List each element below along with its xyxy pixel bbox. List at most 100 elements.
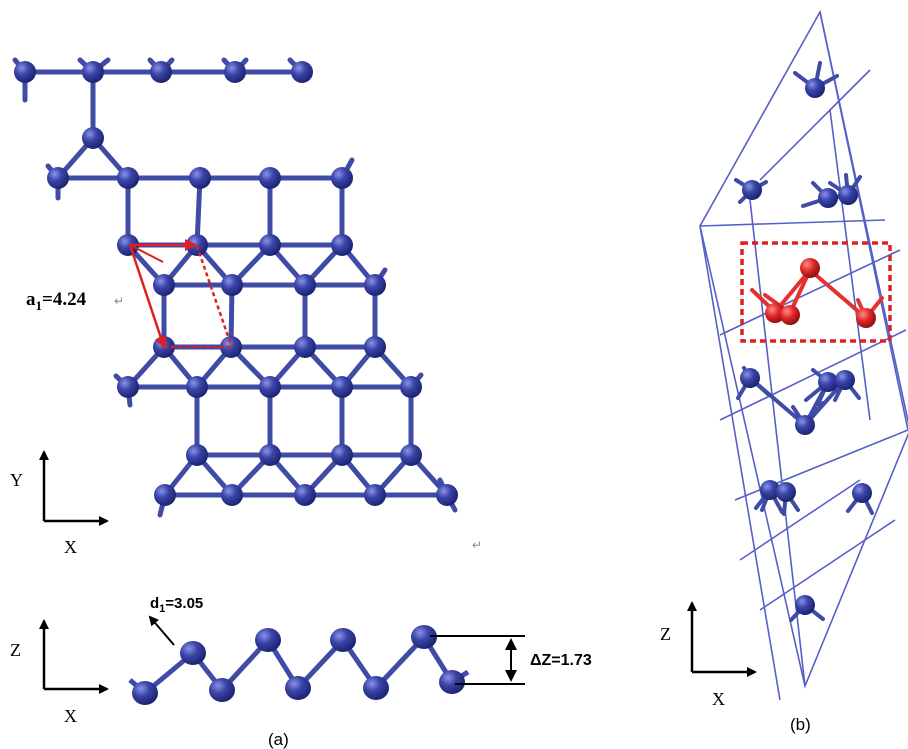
- side-atom: [209, 678, 235, 702]
- atom: [331, 234, 353, 256]
- side-atom: [363, 676, 389, 700]
- atom: [331, 167, 353, 189]
- highlight-atom: [800, 258, 820, 278]
- bond-length-label: d1=3.05: [150, 595, 203, 615]
- cell-atom: [760, 480, 780, 500]
- atom: [400, 444, 422, 466]
- cell-dotted-edge-right: [195, 245, 233, 346]
- atom: [364, 274, 386, 296]
- highlight-atom: [856, 308, 876, 328]
- height-arrow-up: [505, 638, 517, 650]
- side-atom: [132, 681, 158, 705]
- buckling-height-label: ΔZ=1.73: [530, 652, 592, 669]
- axes-xz-panel-b: [687, 601, 757, 677]
- cell-atom: [742, 180, 762, 200]
- unit-cell-annotation: [128, 239, 233, 349]
- side-atom: [411, 625, 437, 649]
- atom: [186, 444, 208, 466]
- cell-atom: [805, 78, 825, 98]
- highlight-atom: [765, 303, 785, 323]
- side-atom: [255, 628, 281, 652]
- atom: [14, 61, 36, 83]
- buckled-chain-side-view: [128, 625, 470, 705]
- atom: [153, 274, 175, 296]
- axes-xz: [39, 619, 109, 694]
- cell-atom: [795, 595, 815, 615]
- highlighted-cluster: [750, 258, 884, 328]
- atom: [82, 61, 104, 83]
- atom: [331, 376, 353, 398]
- atom: [189, 167, 211, 189]
- height-arrow-down: [505, 670, 517, 682]
- cell-inner-edge: [129, 244, 164, 263]
- atom: [224, 61, 246, 83]
- return-mark: ↵: [472, 538, 482, 552]
- cell-bond: [748, 376, 807, 427]
- atom: [436, 484, 458, 506]
- cell-inner-line: [829, 109, 871, 421]
- cell-atom: [795, 415, 815, 435]
- honeycomb-atoms: [14, 61, 458, 506]
- highlight-box: [740, 241, 892, 343]
- bond: [194, 175, 203, 248]
- cell-plane-line: [759, 519, 896, 611]
- cell-atom: [838, 185, 858, 205]
- x-axis-label-side: X: [64, 706, 77, 726]
- cell-outline-front: [699, 9, 908, 689]
- cell-bond: [803, 378, 847, 427]
- side-atom: [180, 641, 206, 665]
- atom: [117, 234, 139, 256]
- atom: [186, 376, 208, 398]
- cell-plane-line: [759, 69, 871, 181]
- supercell-atoms: [734, 61, 874, 622]
- side-atom: [285, 676, 311, 700]
- atom: [117, 167, 139, 189]
- atom: [150, 61, 172, 83]
- panel-b-caption: (b): [790, 715, 811, 734]
- x-axis-label: X: [64, 537, 77, 557]
- atom: [364, 336, 386, 358]
- cell-atom: [740, 368, 760, 388]
- y-axis-label: Y: [10, 470, 23, 490]
- atom: [259, 234, 281, 256]
- panel-a-caption: (a): [268, 730, 289, 749]
- atom: [47, 167, 69, 189]
- cell-atom: [852, 483, 872, 503]
- cell-atom: [818, 372, 838, 392]
- atom: [154, 484, 176, 506]
- cell-plane-line: [719, 329, 907, 421]
- atom: [221, 274, 243, 296]
- atom: [259, 167, 281, 189]
- cell-plane-line: [719, 249, 901, 336]
- cell-atom: [776, 482, 796, 502]
- atom: [294, 336, 316, 358]
- cell-plane-line: [739, 479, 861, 561]
- side-atom: [330, 628, 356, 652]
- atom: [259, 444, 281, 466]
- atom: [331, 444, 353, 466]
- atom: [259, 376, 281, 398]
- axes-xy: [39, 450, 109, 526]
- atom: [294, 274, 316, 296]
- atom: [400, 376, 422, 398]
- atom: [117, 376, 139, 398]
- cell-atom: [818, 188, 838, 208]
- lattice-constant-label: a1=4.24: [26, 289, 87, 313]
- highlight-atom: [780, 305, 800, 325]
- cell-atom: [835, 370, 855, 390]
- lattice-vector-2-arrow: [128, 244, 167, 349]
- z-axis-label-b: Z: [660, 624, 671, 644]
- atom: [291, 61, 313, 83]
- atom: [294, 484, 316, 506]
- atom: [221, 484, 243, 506]
- cell-edge: [699, 225, 781, 701]
- side-atom: [439, 670, 465, 694]
- cell-plane-line: [699, 219, 886, 227]
- z-axis-label: Z: [10, 640, 21, 660]
- atom: [82, 127, 104, 149]
- buckling-height-marker: [430, 635, 525, 685]
- bond-length-arrow: [148, 615, 175, 646]
- x-axis-label-b: X: [712, 689, 725, 709]
- return-mark: ↵: [114, 294, 124, 308]
